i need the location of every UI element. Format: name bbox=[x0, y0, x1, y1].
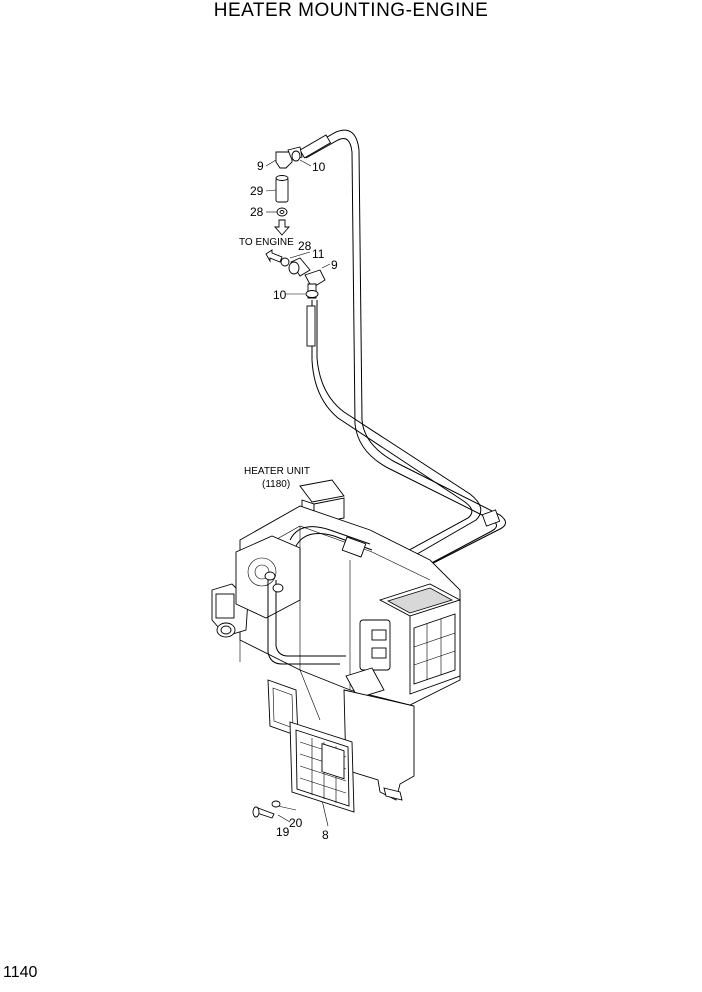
part-number-19: 19 bbox=[276, 825, 290, 839]
heater-hoses bbox=[299, 129, 506, 585]
part-number-20: 20 bbox=[289, 816, 303, 830]
part-number-9-mid: 9 bbox=[331, 258, 338, 272]
to-engine-label: TO ENGINE bbox=[239, 237, 294, 248]
part-number-10-mid: 10 bbox=[273, 288, 287, 302]
part-number-28-mid: 28 bbox=[298, 239, 312, 253]
part-number-8: 8 bbox=[322, 828, 329, 842]
part-number-10-top: 10 bbox=[312, 160, 326, 174]
part-labels: 9 10 29 28 TO ENGINE 28 11 9 10 HEATER U… bbox=[239, 159, 338, 842]
part-number-29: 29 bbox=[250, 184, 264, 198]
part-number-9-top: 9 bbox=[257, 159, 264, 173]
page-number: 1140 bbox=[3, 964, 38, 981]
leader-lines bbox=[265, 159, 331, 827]
lower-panels bbox=[252, 679, 415, 819]
heater-unit-ref: (1180) bbox=[262, 479, 290, 490]
heater-unit-assembly bbox=[211, 479, 462, 781]
part-number-28-top: 28 bbox=[250, 205, 264, 219]
part-number-11: 11 bbox=[312, 247, 325, 261]
heater-unit-label: HEATER UNIT bbox=[244, 466, 310, 477]
page-title: HEATER MOUNTING-ENGINE bbox=[213, 0, 489, 21]
